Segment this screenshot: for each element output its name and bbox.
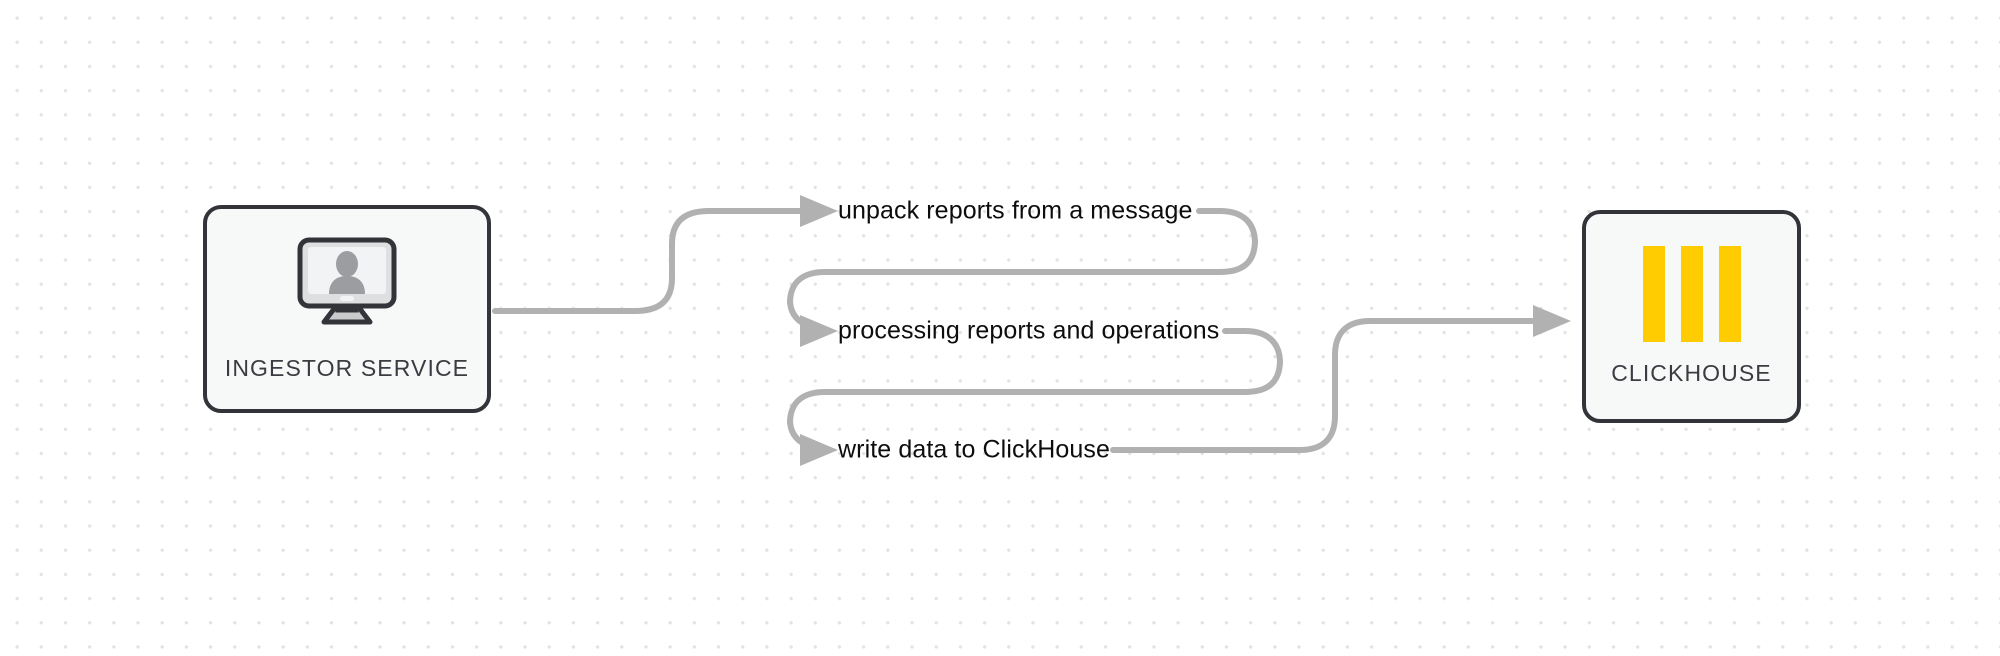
edge-label-unpack: unpack reports from a message — [838, 196, 1193, 225]
clickhouse-bars-icon — [1642, 246, 1741, 342]
node-label-clickhouse: CLICKHOUSE — [1611, 360, 1772, 386]
edge-path-write — [800, 434, 838, 466]
edge-label-processing: processing reports and operations — [838, 316, 1220, 345]
monitor-user-icon — [296, 236, 398, 337]
clickhouse-bar — [1718, 246, 1741, 342]
edge-path-to-clickhouse — [1110, 305, 1571, 453]
arrowhead-clickhouse — [1533, 305, 1571, 337]
arrowhead-write — [800, 434, 838, 466]
edge-path-unpack — [492, 195, 838, 314]
clickhouse-bar — [1642, 246, 1665, 342]
arrowhead-processing — [800, 315, 838, 347]
node-label-ingestor-service: INGESTOR SERVICE — [224, 355, 470, 381]
node-ingestor-service[interactable]: INGESTOR SERVICE — [203, 205, 491, 413]
node-clickhouse[interactable]: CLICKHOUSE — [1582, 210, 1801, 423]
clickhouse-bar — [1680, 246, 1703, 342]
edge-path-processing — [800, 315, 838, 347]
edge-loop-processing — [787, 328, 1283, 448]
edge-loop-unpack — [787, 208, 1258, 328]
arrowhead-unpack — [800, 195, 838, 227]
edge-label-write: write data to ClickHouse — [838, 435, 1110, 464]
